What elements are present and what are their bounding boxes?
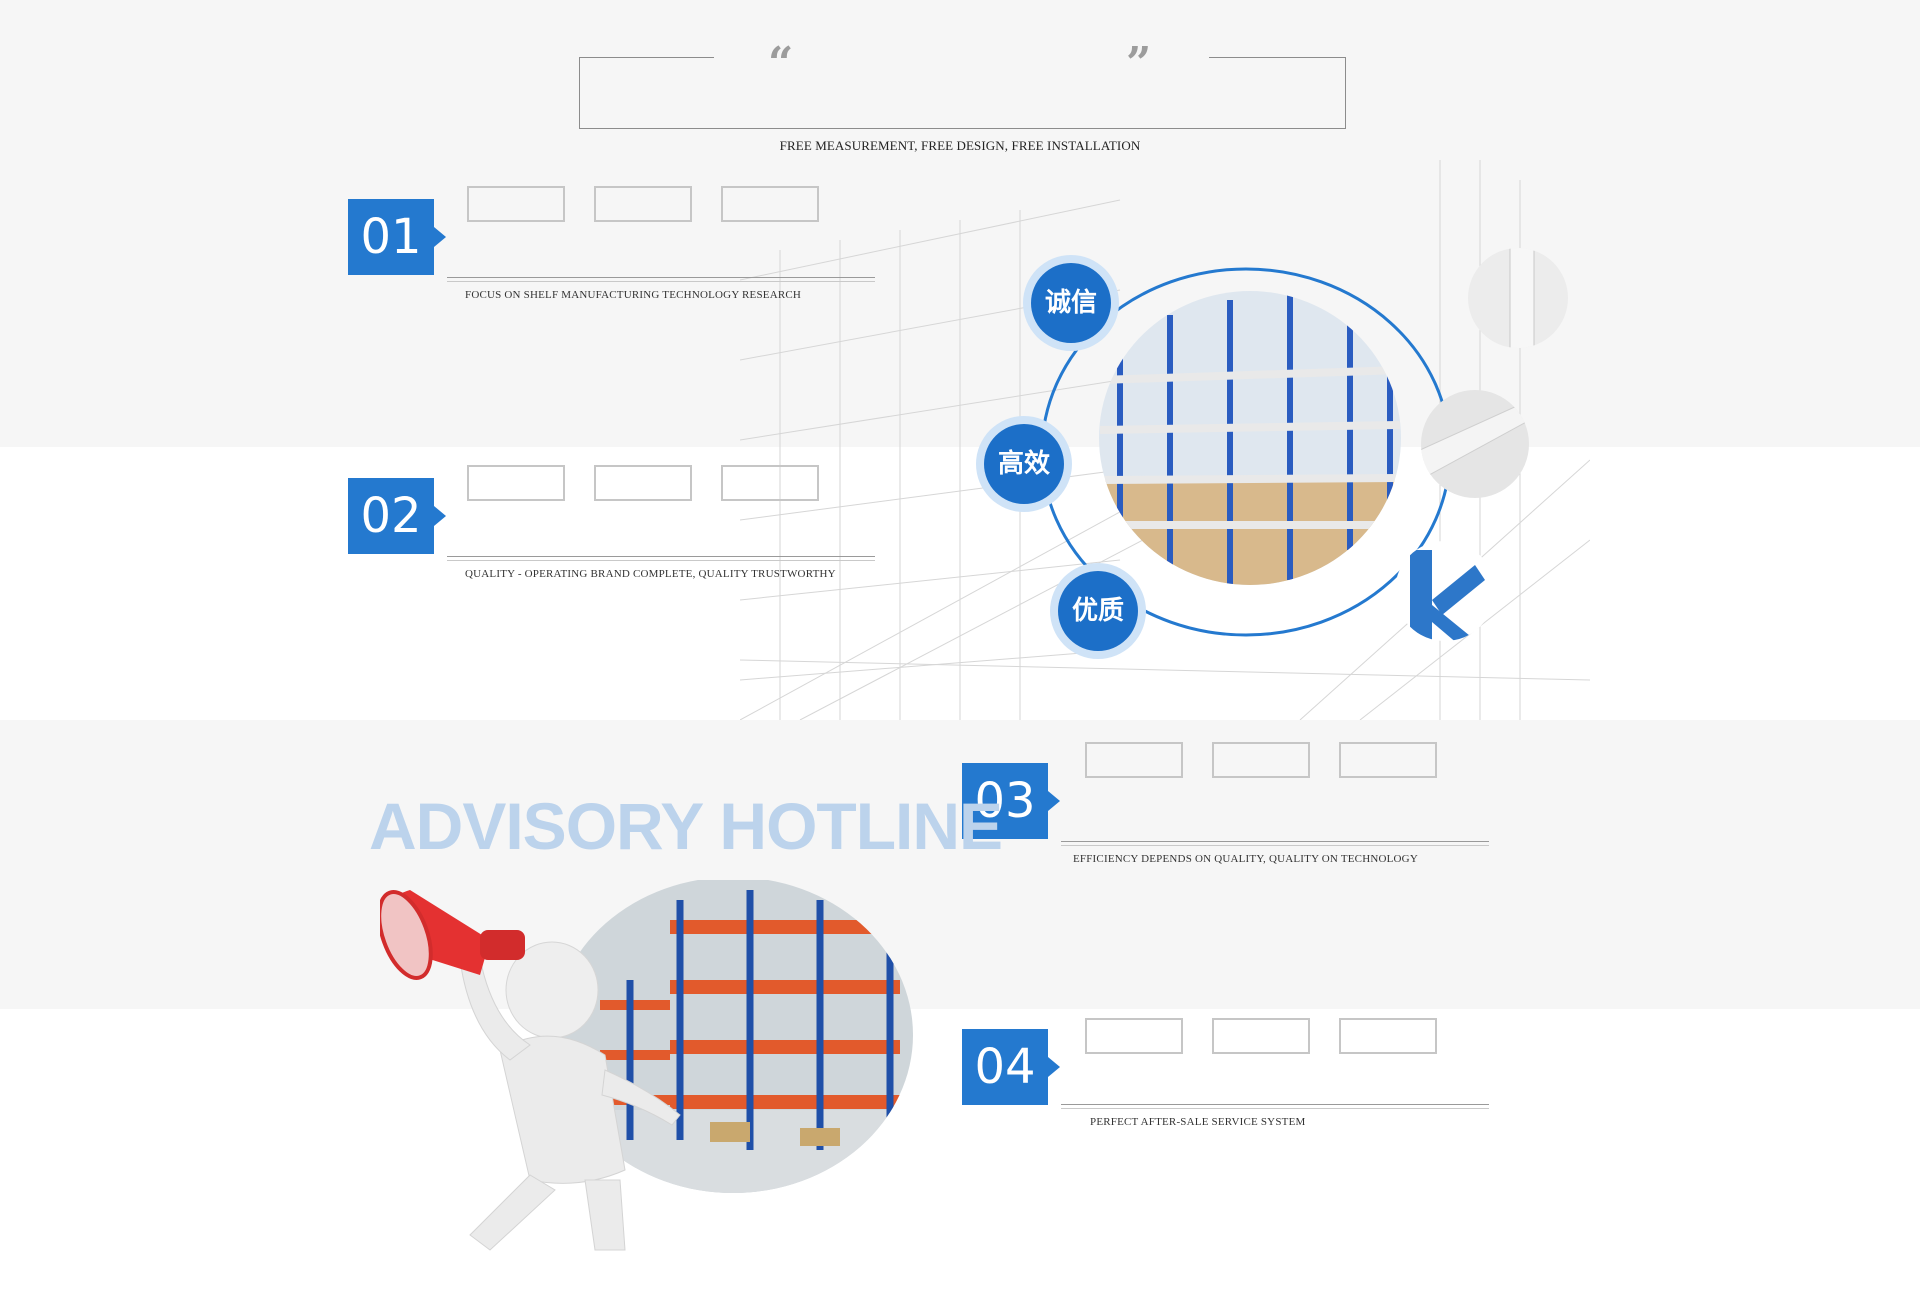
hotline-heading: ADVISORY HOTLINE bbox=[369, 789, 1003, 863]
badge-quality-label: 优质 bbox=[1058, 571, 1138, 651]
megaphone bbox=[380, 890, 525, 980]
detail-photo-beam bbox=[1421, 390, 1529, 498]
feature-03: 03 EFFICIENCY DEPENDS ON QUALITY, QUALIT… bbox=[962, 742, 1489, 883]
badge-integrity-label: 诚信 bbox=[1031, 263, 1111, 343]
feature-divider bbox=[1061, 1104, 1489, 1109]
diagram-graphics bbox=[1040, 248, 1568, 641]
background-band-4 bbox=[0, 1009, 1920, 1294]
feature-number-badge: 02 bbox=[348, 478, 446, 554]
feature-title-box bbox=[1085, 1018, 1183, 1054]
detail-photo-post bbox=[1468, 248, 1568, 348]
feature-title-box bbox=[467, 465, 565, 501]
page-subtitle: FREE MEASUREMENT, FREE DESIGN, FREE INST… bbox=[779, 138, 1141, 153]
detail-photo-bracket bbox=[1395, 541, 1495, 641]
feature-number-badge: 03 bbox=[962, 763, 1060, 839]
feature-caption: FOCUS ON SHELF MANUFACTURING TECHNOLOGY … bbox=[465, 289, 802, 301]
shelf-photo bbox=[1099, 291, 1401, 585]
feature-divider bbox=[447, 556, 875, 561]
feature-title-box bbox=[721, 186, 819, 222]
feature-01: 01 FOCUS ON SHELF MANUFACTURING TECHNOLO… bbox=[348, 186, 875, 319]
values-diagram: 诚信 高效 优质 bbox=[970, 220, 1590, 680]
title-frame-gap bbox=[714, 50, 1209, 64]
feature-divider bbox=[447, 277, 875, 282]
badge-integrity: 诚信 bbox=[1023, 255, 1119, 351]
badge-efficiency-label: 高效 bbox=[984, 424, 1064, 504]
feature-divider bbox=[1061, 841, 1489, 846]
feature-04: 04 PERFECT AFTER-SALE SERVICE SYSTEM bbox=[962, 1018, 1489, 1149]
close-quote-mark: ” bbox=[1126, 38, 1152, 89]
badge-quality: 优质 bbox=[1050, 563, 1146, 659]
title-frame bbox=[579, 57, 1346, 129]
feature-caption: QUALITY - OPERATING BRAND COMPLETE, QUAL… bbox=[465, 568, 836, 580]
badge-efficiency: 高效 bbox=[976, 416, 1072, 512]
building-sketch-illustration bbox=[740, 160, 1590, 720]
open-quote-mark: “ bbox=[768, 38, 794, 89]
mascot-megaphone-illustration bbox=[380, 880, 913, 1251]
feature-number-badge: 04 bbox=[962, 1029, 1060, 1105]
feature-title-box bbox=[1212, 1018, 1310, 1054]
feature-title-box bbox=[467, 186, 565, 222]
feature-title-box bbox=[1085, 742, 1183, 778]
feature-title-box bbox=[1339, 742, 1437, 778]
feature-caption: PERFECT AFTER-SALE SERVICE SYSTEM bbox=[1090, 1116, 1306, 1128]
background-band-3 bbox=[0, 720, 1920, 1009]
feature-title-box bbox=[721, 465, 819, 501]
white-figure bbox=[459, 941, 681, 1251]
feature-caption: EFFICIENCY DEPENDS ON QUALITY, QUALITY O… bbox=[1073, 853, 1418, 865]
feature-number-badge: 01 bbox=[348, 199, 446, 275]
feature-title-box bbox=[1212, 742, 1310, 778]
feature-title-box bbox=[1339, 1018, 1437, 1054]
feature-02: 02 QUALITY - OPERATING BRAND COMPLETE, Q… bbox=[348, 465, 875, 598]
feature-title-box bbox=[594, 186, 692, 222]
feature-title-box bbox=[594, 465, 692, 501]
